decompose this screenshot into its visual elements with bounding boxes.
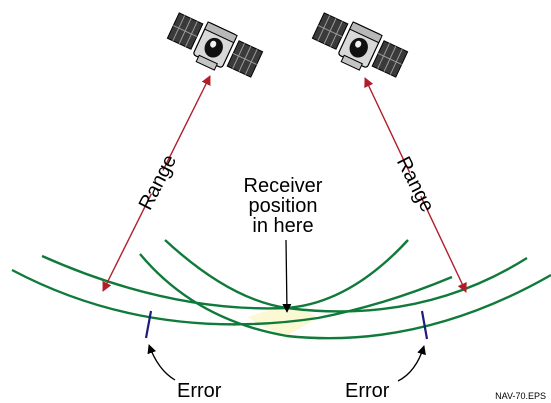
receiver-label-line3: in here xyxy=(252,215,313,237)
error-arrow-left xyxy=(147,344,176,381)
satellite-icon xyxy=(307,8,410,86)
file-name: NAV-70.EPS xyxy=(495,391,546,401)
error-arrow-right xyxy=(397,345,426,382)
receiver-arrow xyxy=(282,239,292,313)
range-arc-right-inner xyxy=(164,239,528,313)
receiver-label-line1: Receiver xyxy=(244,175,323,197)
satellite-icon xyxy=(162,8,265,86)
error-bar-right xyxy=(420,310,429,340)
range-arc-left-outer xyxy=(11,268,453,326)
range-arc-right-outer xyxy=(139,253,551,340)
range-arc-left-inner xyxy=(41,239,409,310)
error-label-right: Error xyxy=(345,380,390,402)
error-label-left: Error xyxy=(177,380,222,402)
receiver-label-line2: position xyxy=(249,195,318,217)
error-bar-left xyxy=(144,310,153,339)
range-arcs xyxy=(11,239,551,340)
